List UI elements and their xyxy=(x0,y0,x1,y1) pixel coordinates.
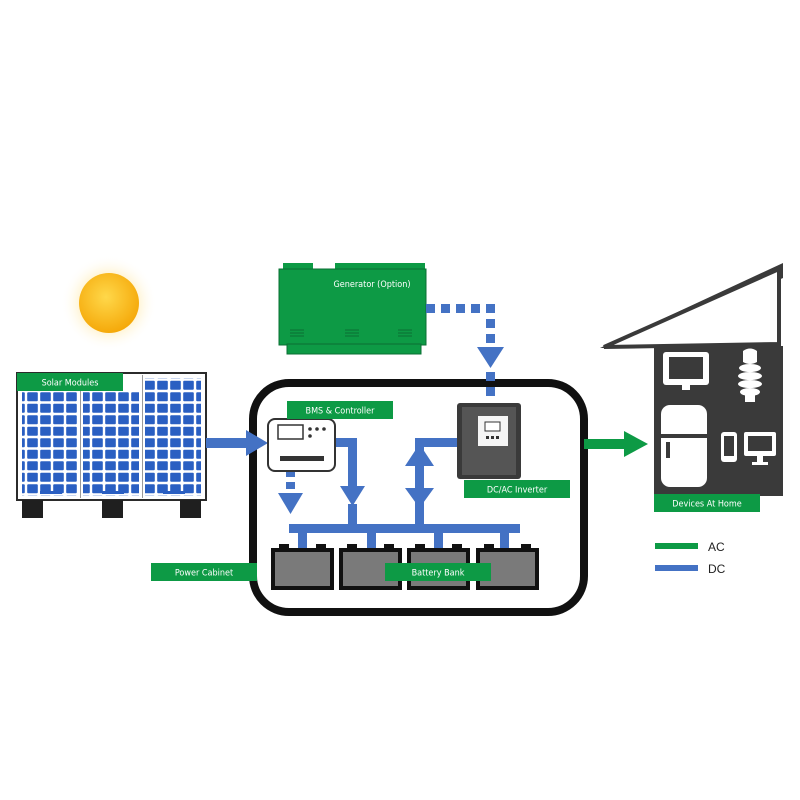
inverter-icon xyxy=(457,403,521,479)
battery-bank-text: Battery Bank xyxy=(412,569,465,579)
legend-dc-swatch xyxy=(655,565,698,571)
tv-icon xyxy=(744,432,776,465)
phone-icon xyxy=(721,432,737,462)
house-icon xyxy=(600,263,783,496)
generator-text: Generator (Option) xyxy=(333,280,410,290)
solar-panel-icon xyxy=(16,372,207,518)
battery-1-icon xyxy=(271,544,334,590)
generator-icon: Generator (Option) xyxy=(278,263,427,355)
bms-controller-label: BMS & Controller xyxy=(287,401,393,419)
dc-flow-lines xyxy=(206,304,520,552)
refrigerator-icon xyxy=(661,405,707,487)
devices-at-home-text: Devices At Home xyxy=(672,500,742,510)
bms-controller-text: BMS & Controller xyxy=(306,407,376,417)
legend-dc-text: DC xyxy=(708,562,726,576)
power-cabinet-label: Power Cabinet xyxy=(151,563,257,581)
ac-flow-arrow xyxy=(584,431,648,457)
legend-ac-text: AC xyxy=(708,540,725,554)
light-bulb-icon xyxy=(738,348,762,402)
bms-controller-icon xyxy=(267,418,336,472)
legend: AC DC xyxy=(655,540,726,576)
inverter-label: DC/AC Inverter xyxy=(464,480,570,498)
solar-modules-label: Solar Modules xyxy=(17,373,123,391)
solar-modules-text: Solar Modules xyxy=(42,379,99,389)
battery-bank-label: Battery Bank xyxy=(385,563,491,581)
power-cabinet-text: Power Cabinet xyxy=(175,569,233,579)
legend-ac: AC xyxy=(655,540,725,554)
monitor-icon xyxy=(663,352,709,390)
legend-ac-swatch xyxy=(655,543,698,549)
sun-icon xyxy=(61,255,157,351)
inverter-text: DC/AC Inverter xyxy=(487,486,548,496)
legend-dc: DC xyxy=(655,562,726,576)
devices-at-home-label: Devices At Home xyxy=(654,494,760,512)
